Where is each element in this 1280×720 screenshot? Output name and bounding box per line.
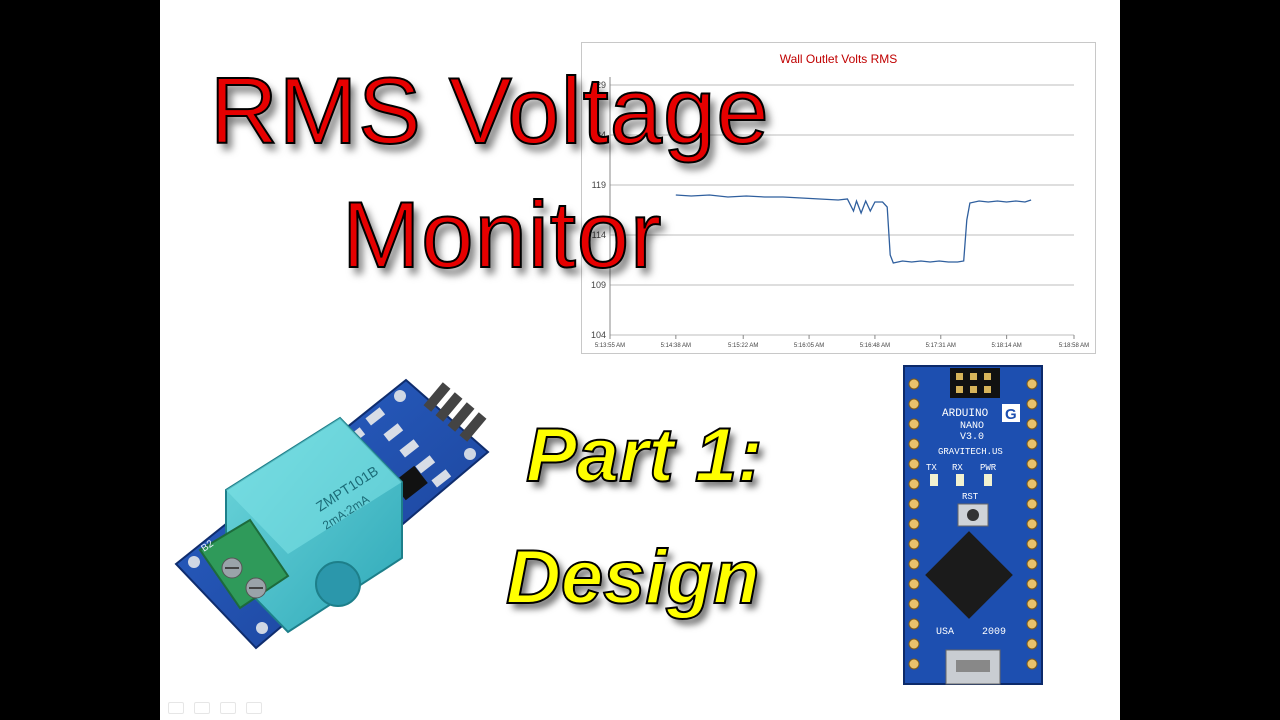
series-line: [675, 194, 1032, 264]
x-tick-label: 5:14:38 AM: [661, 343, 691, 349]
x-tick-label: 5:16:48 AM: [860, 343, 890, 349]
pen-icon[interactable]: [194, 702, 210, 714]
x-tick-label: 5:13:55 AM: [595, 343, 625, 349]
svg-text:G: G: [1005, 406, 1017, 423]
title-line-2: Monitor: [341, 182, 663, 287]
y-tick-label: 109: [591, 280, 606, 290]
transformer-module-image: ZMPT101B 2mA:2mA B2: [174, 378, 490, 650]
arduino-model: NANO: [960, 421, 984, 432]
x-tick-label: 5:16:05 AM: [794, 343, 824, 349]
arduino-name: ARDUINO: [942, 408, 989, 420]
arduino-nano-image: ARDUINO NANO V3.0 GRAVITECH.US TX RX PWR…: [903, 365, 1043, 685]
reset-label: RST: [962, 492, 979, 502]
y-tick-label: 114: [592, 230, 606, 240]
subtitle-line-1: Part 1:: [525, 413, 764, 498]
y-tick-label: 129: [591, 80, 606, 90]
y-tick-label: 119: [592, 180, 606, 190]
arduino-version: V3.0: [960, 432, 984, 443]
x-tick-label: 5:15:22 AM: [728, 343, 758, 349]
x-tick-label: 5:17:31 AM: [926, 343, 956, 349]
slideshow-controls: [168, 702, 262, 714]
subtitle-line-2: Design: [505, 535, 760, 620]
chart-title: Wall Outlet Volts RMS: [780, 52, 898, 66]
slide: Wall Outlet Volts RMS 104 109 114 119 124 129 5…: [160, 0, 1120, 720]
x-tick-label: 5:18:14 AM: [991, 343, 1021, 349]
menu-icon[interactable]: [220, 702, 236, 714]
led-label-tx: TX: [926, 463, 937, 473]
next-icon[interactable]: [246, 702, 262, 714]
arduino-site: GRAVITECH.US: [938, 447, 1003, 457]
x-tick-label: 5:18:58 AM: [1059, 343, 1089, 349]
led-label-pwr: PWR: [980, 463, 997, 473]
arduino-year: 2009: [982, 627, 1006, 638]
arduino-country: USA: [936, 627, 954, 638]
voltage-chart-svg: Wall Outlet Volts RMS 104 109 114 119 124 129 5…: [591, 52, 1089, 349]
y-tick-label: 104: [591, 330, 606, 340]
led-label-rx: RX: [952, 463, 963, 473]
voltage-chart: Wall Outlet Volts RMS 104 109 114 119 124 129 5…: [581, 42, 1096, 354]
y-tick-label: 124: [591, 130, 606, 140]
previous-icon[interactable]: [168, 702, 184, 714]
title-line-1: RMS Voltage: [209, 58, 770, 163]
